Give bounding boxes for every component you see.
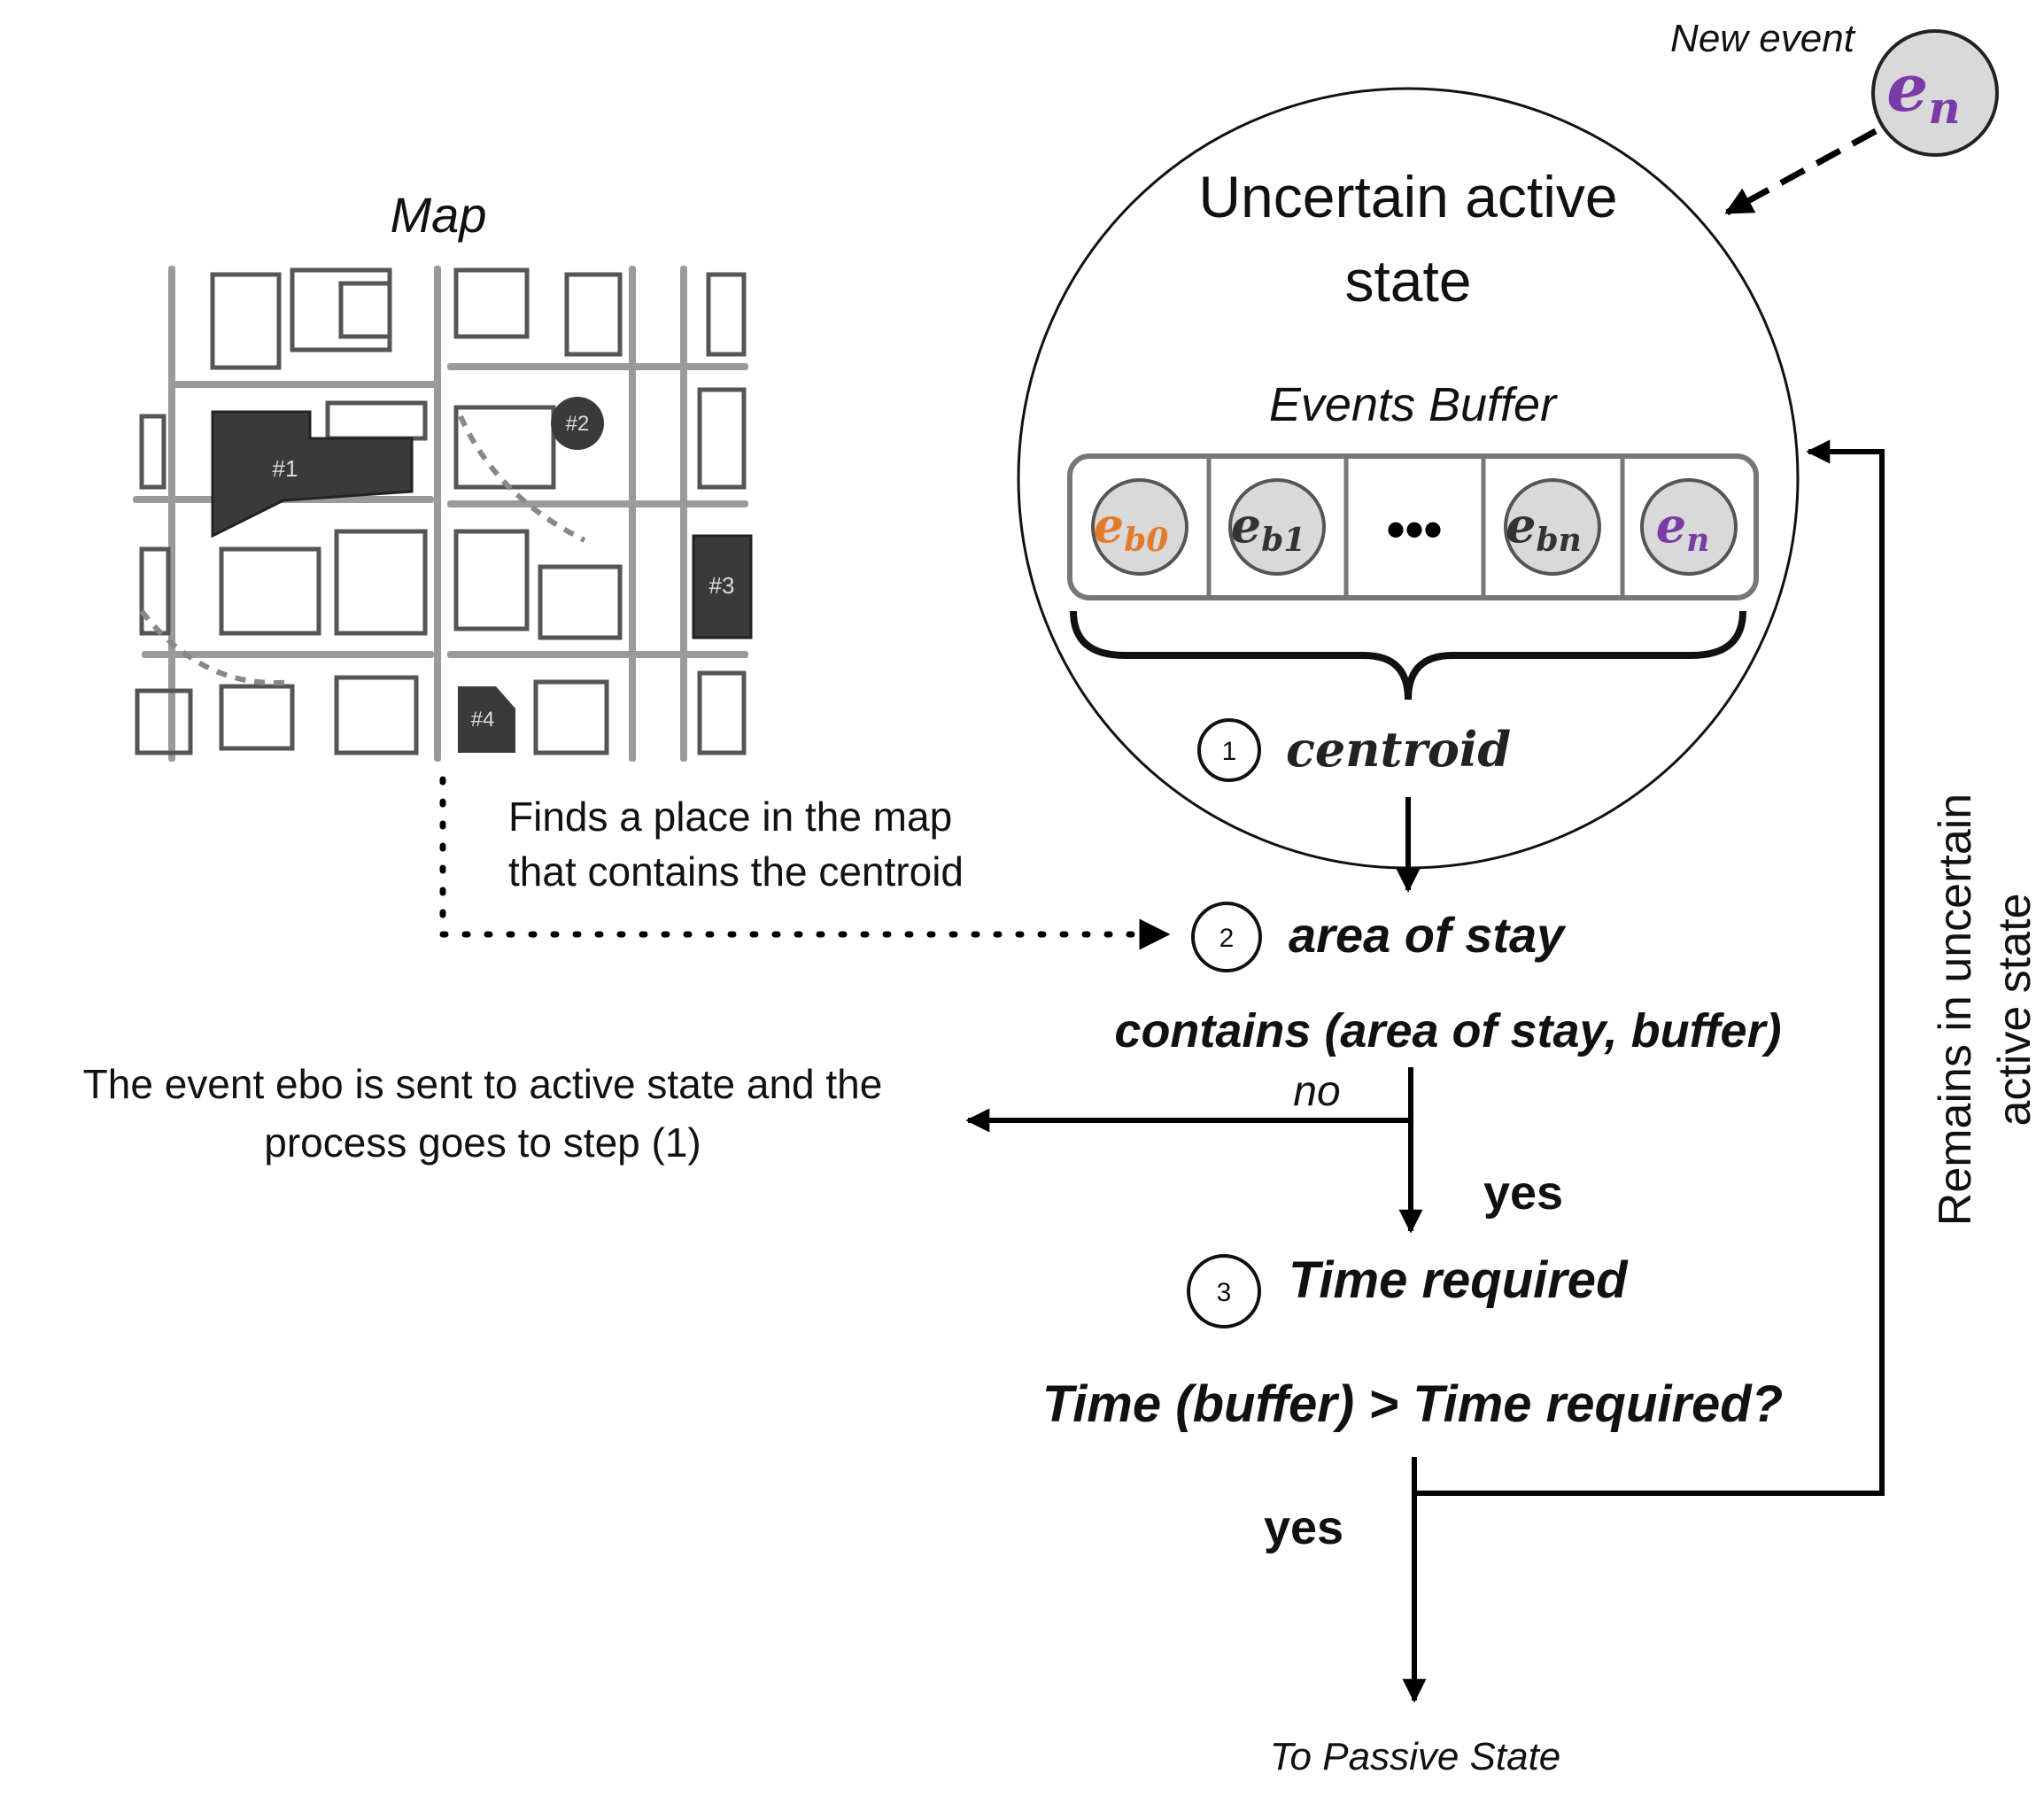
step-1: 1 centroid — [1197, 718, 1511, 782]
new-event-arrow — [1724, 128, 1878, 216]
step-3: 3 Time required — [1187, 1251, 1629, 1328]
remains-note-line1: Remains in uncertain — [1930, 794, 1981, 1226]
buffer-cell-en: en — [1640, 478, 1738, 576]
map-to-area-dotted-path — [439, 776, 1171, 950]
no-result-line2: process goes to step (1) — [264, 1119, 701, 1166]
state-title-line2: state — [1344, 248, 1471, 314]
buffer-brace — [1070, 610, 1746, 701]
buffer-cell-ebn: ebn — [1504, 478, 1601, 576]
place-3-shape — [692, 534, 753, 639]
map-group: Map — [133, 187, 753, 766]
step-1-number: 1 — [1222, 737, 1237, 766]
new-event-subscript: n — [1928, 81, 1960, 134]
find-place-note-line1: Finds a place in the map — [508, 794, 952, 840]
new-event-label: New event — [1670, 17, 1856, 60]
no-result-line1: The event ebo is sent to active state an… — [83, 1061, 883, 1107]
place-2-shape — [551, 397, 604, 450]
events-buffer: eb0 eb1 ••• ebn en — [1067, 453, 1759, 600]
step-2-number: 2 — [1219, 924, 1235, 953]
buffer-cell-eb0: eb0 — [1091, 478, 1188, 576]
no-label: no — [1293, 1068, 1340, 1115]
new-event-bubble: en — [1871, 29, 1999, 157]
contains-check: contains (area of stay, buffer) — [1114, 1004, 1781, 1057]
step-3-number: 3 — [1217, 1278, 1232, 1307]
place-1-shape — [211, 410, 414, 538]
events-buffer-title: Events Buffer — [1269, 378, 1558, 431]
place-2-label: #2 — [566, 412, 590, 436]
buffer-cell-ellipsis: ••• — [1386, 500, 1442, 559]
svg-text:en: en — [1656, 497, 1710, 559]
step-1-label: centroid — [1286, 721, 1511, 778]
time-check: Time (buffer) > Time required? — [1042, 1375, 1783, 1433]
buffer-cell-eb1: eb1 — [1228, 478, 1326, 576]
find-place-note-line2: that contains the centroid — [508, 848, 964, 895]
svg-text:eb1: eb1 — [1231, 497, 1306, 559]
yes-label-1: yes — [1483, 1166, 1563, 1220]
place-4-shape — [458, 686, 515, 753]
step-3-label: Time required — [1289, 1251, 1629, 1309]
svg-text:en: en — [1886, 50, 1960, 134]
new-event-symbol: e — [1886, 50, 1928, 127]
remains-note-line2: active state — [1989, 893, 2040, 1126]
step-2-label: area of stay — [1289, 907, 1567, 963]
map-title: Map — [391, 187, 487, 243]
to-passive-state: To Passive State — [1270, 1735, 1561, 1778]
place-4-label: #4 — [471, 708, 495, 732]
map-illustration — [133, 257, 753, 766]
place-1-label: #1 — [273, 455, 298, 482]
svg-text:ebn: ebn — [1506, 497, 1582, 559]
svg-text:eb0: eb0 — [1094, 497, 1169, 559]
yes-label-2: yes — [1264, 1501, 1343, 1554]
place-3-label: #3 — [709, 572, 735, 599]
state-title-line1: Uncertain active — [1198, 164, 1617, 229]
step-2: 2 area of stay — [1191, 902, 1567, 972]
loop-back-arrow — [1414, 439, 1885, 1496]
